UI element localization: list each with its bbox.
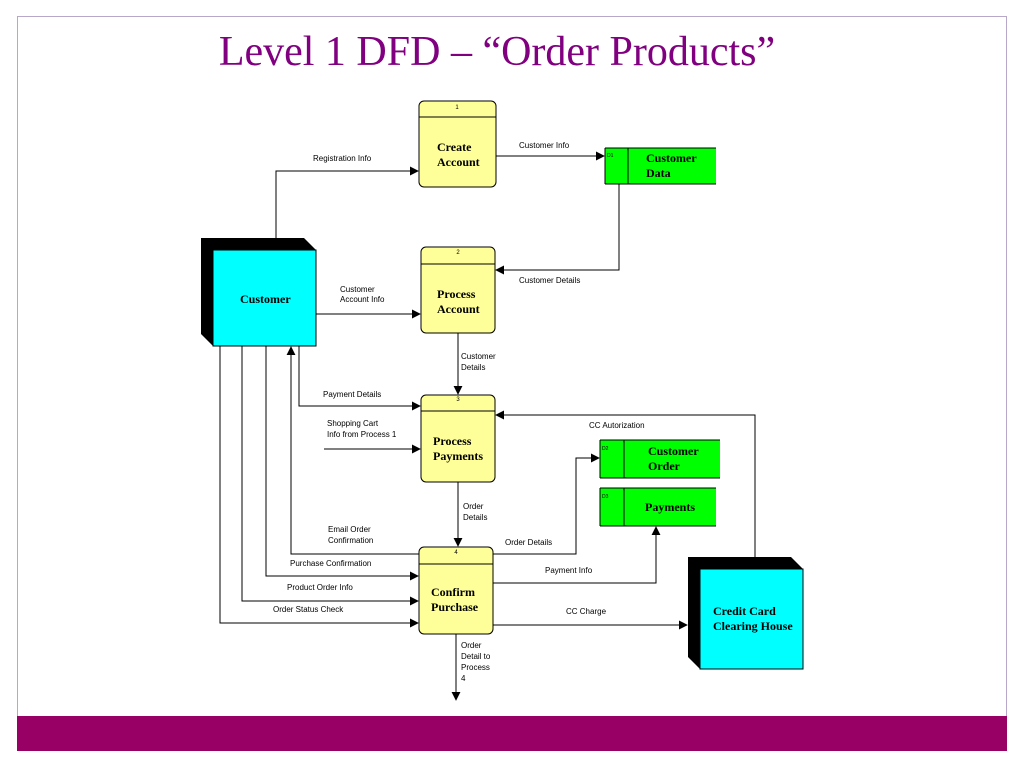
label-email-order-1: Email Order [328, 525, 371, 534]
flow-payment-details [298, 346, 421, 411]
flow-payment-info [493, 526, 661, 584]
label-purchase-confirmation: Purchase Confirmation [290, 559, 371, 568]
slide [17, 16, 1007, 751]
store-customer-order-label-1: Customer [648, 444, 699, 458]
store-customer-data: D1 Customer Data [604, 147, 716, 185]
flow-order-details-store [493, 453, 600, 555]
process-1: 1 Create Account [418, 100, 497, 188]
label-customer-details-store: Customer Details [519, 276, 580, 285]
process-2: 2 Process Account [420, 246, 496, 334]
label-shopping-cart-2: Info from Process 1 [327, 430, 397, 439]
flow-registration-info [275, 166, 419, 238]
store-customer-order-id: D2 [602, 446, 609, 452]
process-4-label-2: Purchase [431, 600, 479, 614]
store-payments-label-1: Payments [645, 500, 695, 514]
process-4: 4 Confirm Purchase [418, 546, 494, 635]
page-title: Level 1 DFD – “Order Products” [218, 29, 776, 75]
label-order-detail-p4-2: Detail to [461, 652, 491, 661]
process-4-id: 4 [454, 550, 458, 556]
process-3-label-2: Payments [433, 449, 483, 463]
label-order-detail-p4-1: Order [461, 641, 482, 650]
store-customer-data-label-2: Data [646, 166, 671, 180]
store-customer-order: D2 Customer Order [599, 439, 720, 479]
process-2-id: 2 [456, 250, 460, 256]
process-1-id: 1 [455, 105, 459, 111]
label-order-detail-p4-4: 4 [461, 674, 466, 683]
flow-email-order-confirmation [286, 346, 419, 555]
label-order-details-store: Order Details [505, 538, 552, 547]
flow-product-order-info [241, 346, 419, 606]
process-2-label-1: Process [437, 287, 476, 301]
label-customer-details-1: Customer [461, 352, 496, 361]
label-customer-account-info-1: Customer [340, 285, 375, 294]
flow-cc-authorization [495, 410, 756, 557]
label-order-details-1: Order [463, 502, 484, 511]
entity-customer-label: Customer [240, 292, 291, 306]
label-customer-details-2: Details [461, 363, 485, 372]
flow-customer-details-store [495, 184, 620, 275]
flow-lines [219, 151, 756, 701]
label-cc-authorization: CC Autorization [589, 421, 645, 430]
entity-cc-label-2: Clearing House [713, 619, 793, 633]
store-customer-data-label-1: Customer [646, 151, 697, 165]
process-1-label-1: Create [437, 140, 472, 154]
process-2-label-2: Account [437, 302, 480, 316]
label-product-order-info: Product Order Info [287, 583, 353, 592]
footer-bar [17, 716, 1007, 751]
label-order-details-2: Details [463, 513, 487, 522]
label-email-order-2: Confirmation [328, 536, 373, 545]
entity-cc-label-1: Credit Card [713, 604, 776, 618]
label-customer-info: Customer Info [519, 141, 570, 150]
store-payments-id: D3 [602, 494, 609, 500]
label-payment-info: Payment Info [545, 566, 593, 575]
label-payment-details: Payment Details [323, 390, 381, 399]
flow-order-status-check [219, 346, 419, 628]
process-3-id: 3 [456, 397, 460, 403]
process-4-label-1: Confirm [431, 585, 475, 599]
label-registration-info: Registration Info [313, 154, 372, 163]
entity-customer: Customer [201, 238, 317, 347]
store-payments: D3 Payments [599, 487, 716, 527]
process-3: 3 Process Payments [420, 394, 496, 483]
process-3-label-1: Process [433, 434, 472, 448]
entity-credit-card-clearing-house: Credit Card Clearing House [688, 557, 804, 670]
store-customer-data-id: D1 [607, 153, 614, 159]
label-order-status-check: Order Status Check [273, 605, 344, 614]
flow-labels: Registration Info Customer Info Customer… [273, 141, 645, 683]
label-customer-account-info-2: Account Info [340, 295, 385, 304]
label-cc-charge: CC Charge [566, 607, 607, 616]
process-1-label-2: Account [437, 155, 480, 169]
label-shopping-cart-1: Shopping Cart [327, 419, 379, 428]
flow-purchase-confirmation [265, 346, 419, 581]
label-order-detail-p4-3: Process [461, 663, 490, 672]
store-customer-order-label-2: Order [648, 459, 681, 473]
